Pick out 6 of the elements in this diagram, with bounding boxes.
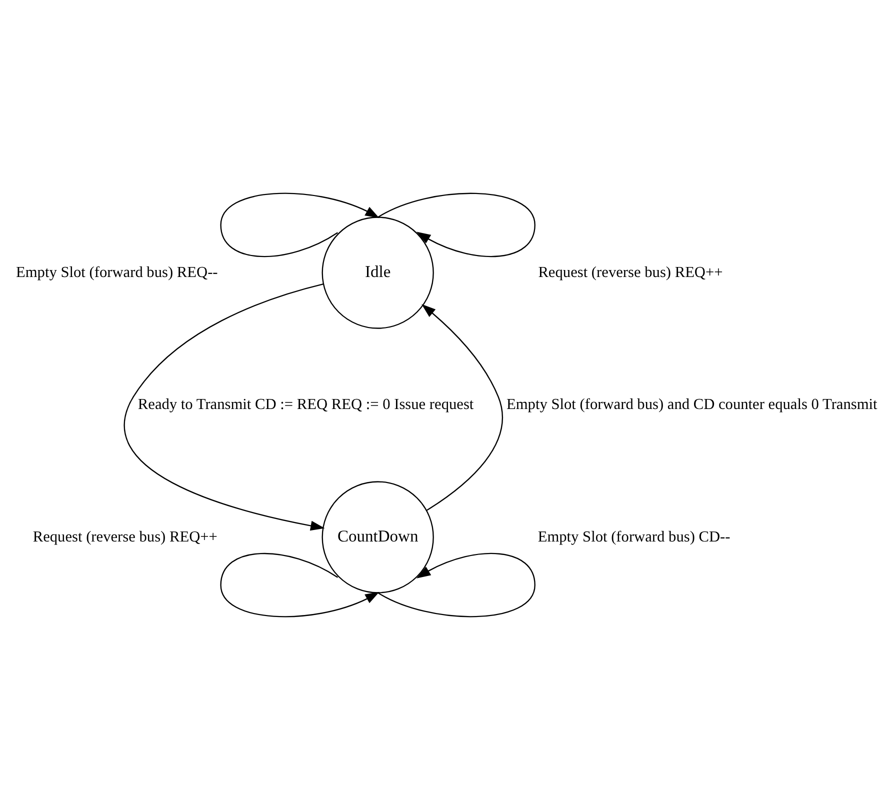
edge-label: Empty Slot (forward bus) REQ-- [16, 264, 218, 281]
edge-label: Ready to Transmit CD := REQ REQ := 0 Issue request [138, 396, 474, 414]
edge-label: Empty Slot (forward bus) and CD counter equals 0 Transmit [506, 396, 878, 414]
edge-label: Request (reverse bus) REQ++ [538, 264, 723, 281]
edge-label: Request (reverse bus) REQ++ [32, 528, 218, 546]
edge-label: Empty Slot (forward bus) CD-- [538, 528, 730, 546]
